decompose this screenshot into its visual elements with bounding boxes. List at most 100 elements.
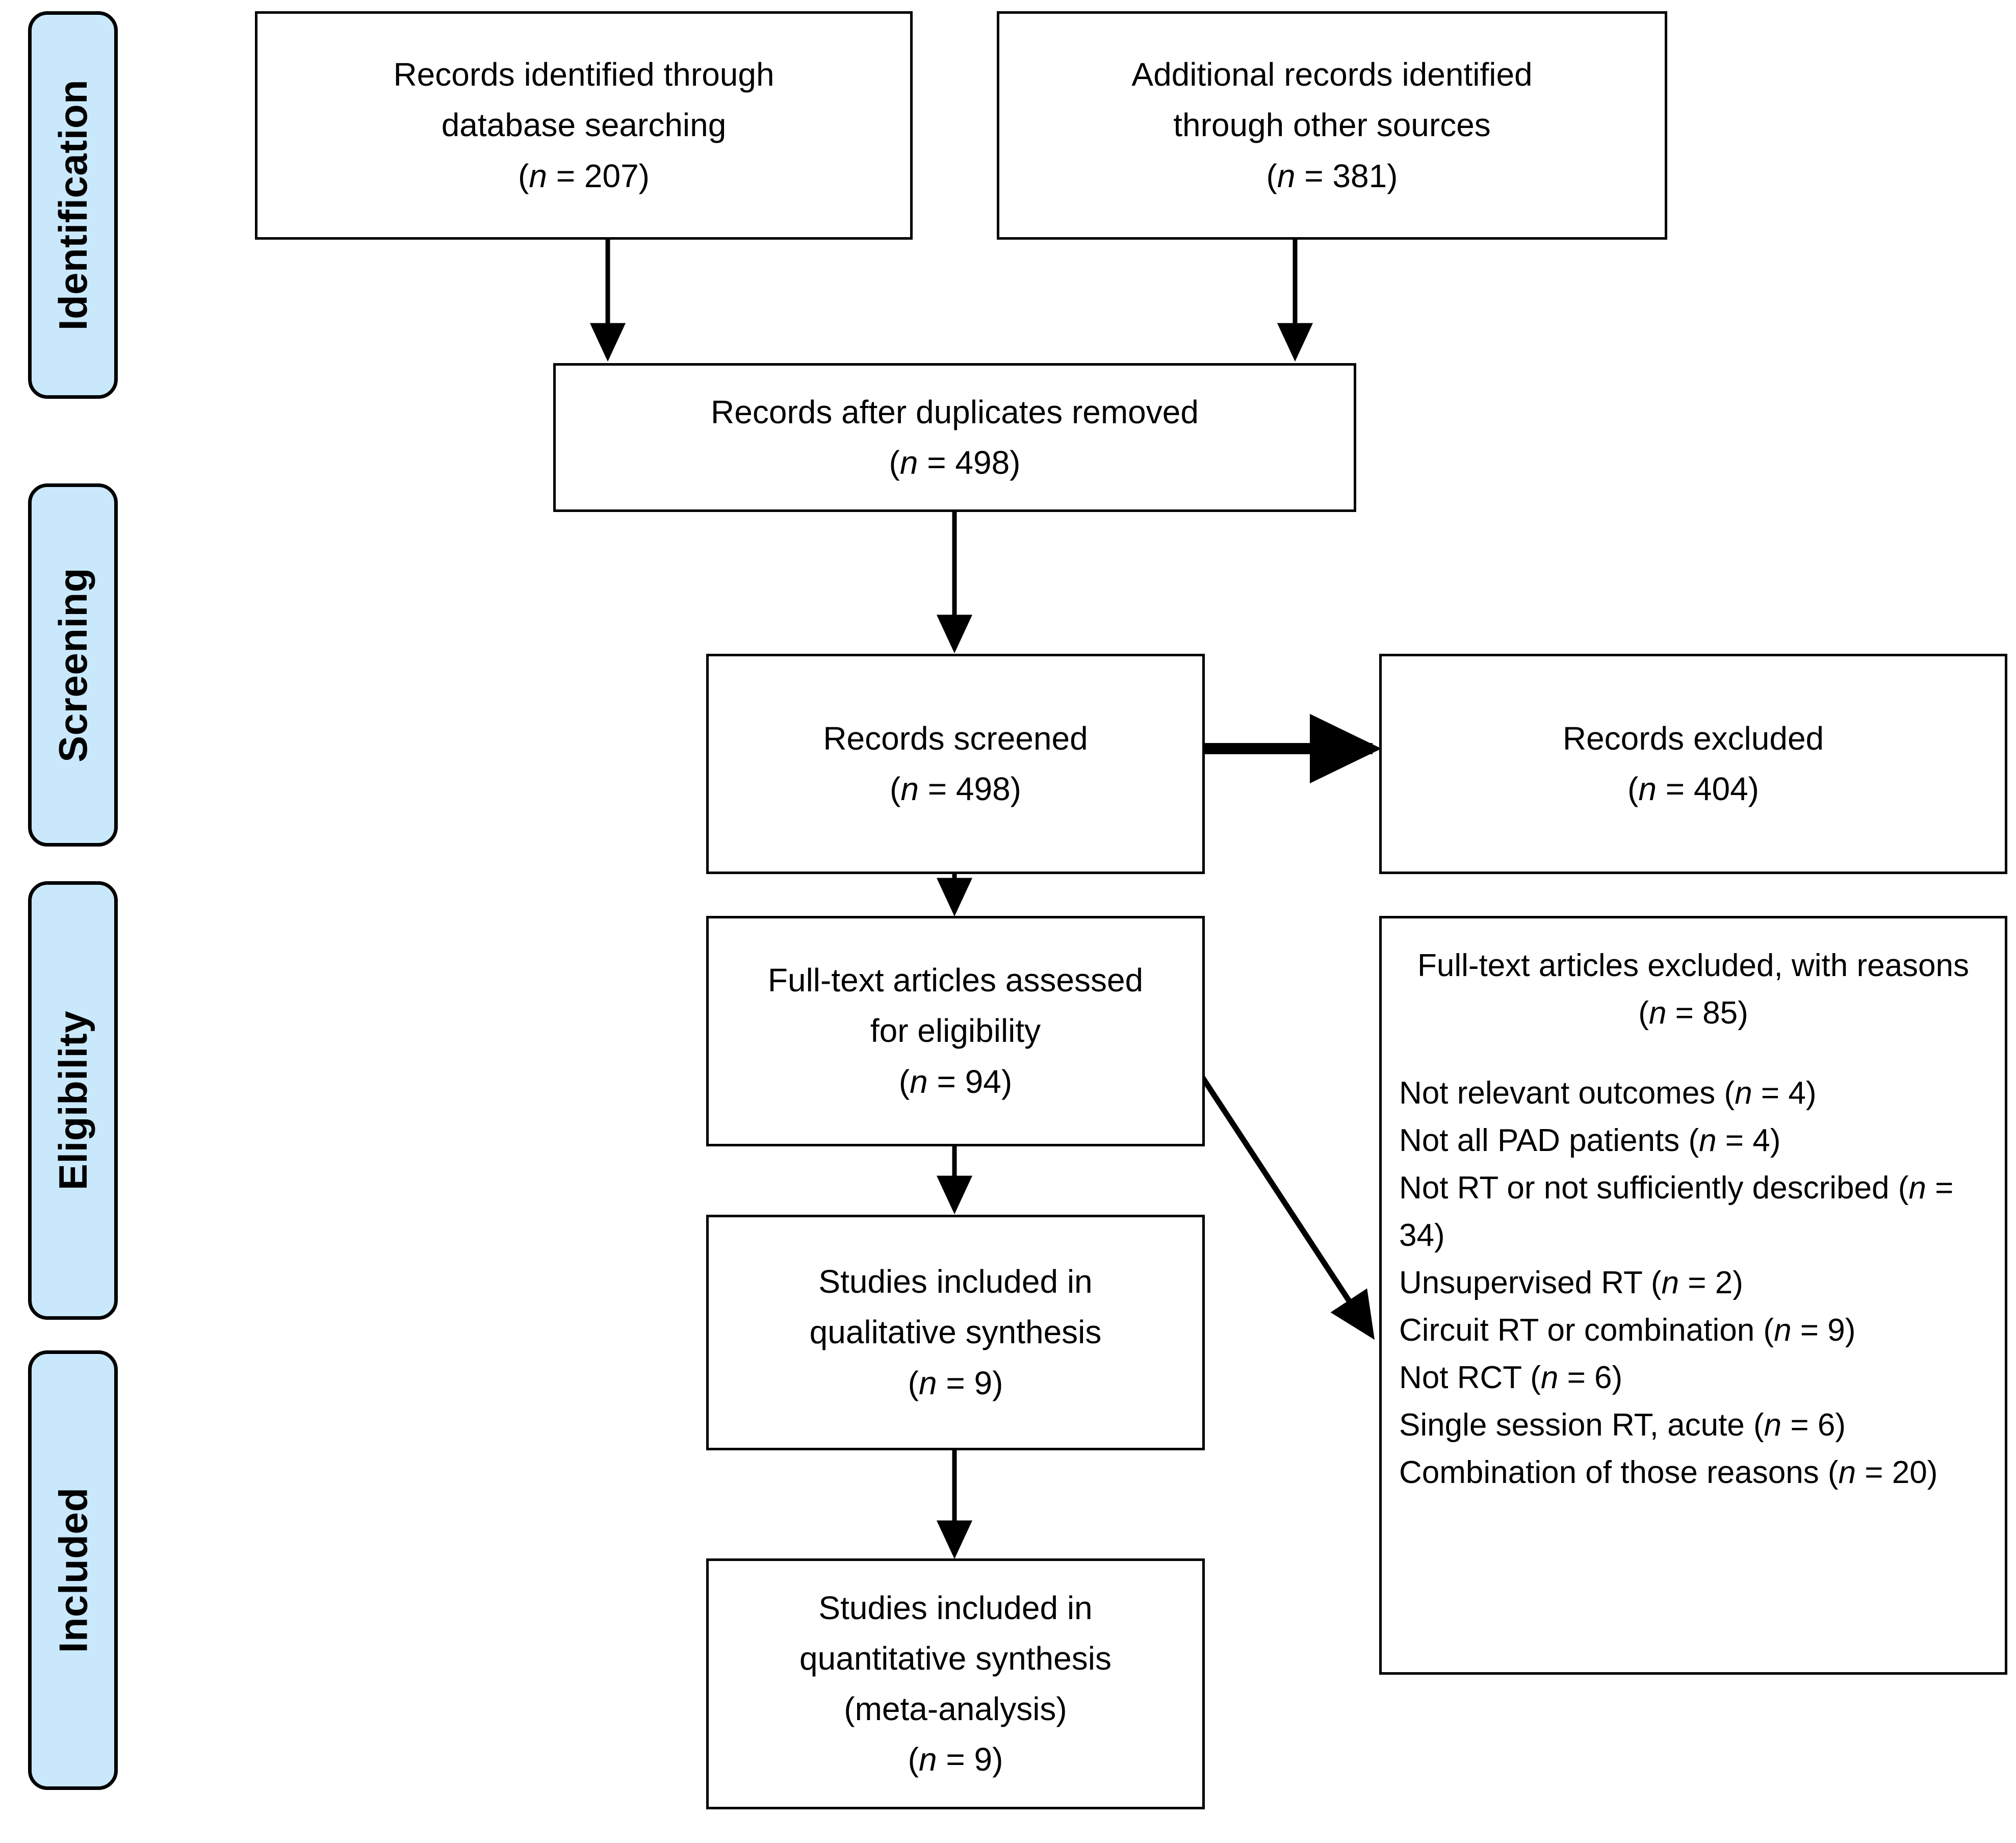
- eq-sign: =: [937, 1364, 974, 1401]
- reason-value: 4: [1752, 1123, 1770, 1158]
- reason-item: Not RCT (n = 6): [1399, 1354, 1987, 1401]
- reasons-heading-value: 85: [1702, 995, 1738, 1031]
- paren-close: ): [1738, 995, 1748, 1031]
- count-value: 94: [965, 1063, 1001, 1100]
- n-italic: n: [1648, 995, 1667, 1031]
- reason-item: Combination of those reasons (n = 20): [1399, 1449, 1987, 1496]
- box-fulltext-excluded-with-reasons: Full-text articles excluded, with reason…: [1379, 916, 2007, 1675]
- reason-item: Single session RT, acute (n = 6): [1399, 1401, 1987, 1449]
- box-line-2: through other sources: [1173, 107, 1491, 144]
- reason-text: Not RCT (: [1399, 1360, 1541, 1395]
- paren-close: ): [1835, 1407, 1846, 1443]
- box-records-identified-database: Records identified through database sear…: [255, 11, 913, 240]
- n-italic: n: [899, 444, 918, 481]
- count-value: 9: [974, 1741, 993, 1778]
- box-line-1: Records after duplicates removed: [711, 393, 1199, 430]
- box-line-3: (meta-analysis): [844, 1691, 1067, 1727]
- reason-text: Single session RT, acute (: [1399, 1407, 1764, 1443]
- reasons-heading: Full-text articles excluded, with reason…: [1399, 942, 1987, 1037]
- stage-label-screening: Screening: [50, 568, 96, 762]
- reason-value: 4: [1788, 1076, 1806, 1111]
- stage-label-identification: Identification: [50, 79, 95, 331]
- eq-sign: =: [1666, 995, 1703, 1031]
- paren-close: ): [1733, 1265, 1743, 1300]
- n-italic: n: [1908, 1170, 1926, 1206]
- reason-value: 9: [1827, 1313, 1845, 1348]
- eq-sign: =: [1558, 1360, 1595, 1395]
- reason-value: 34: [1399, 1218, 1434, 1253]
- connector-fulltext-to-reasons: [1197, 1070, 1375, 1340]
- eq-sign: =: [1791, 1313, 1828, 1348]
- box-line-1: Records identified through: [393, 56, 774, 93]
- eq-sign: =: [547, 157, 584, 194]
- box-line-1: Records screened: [823, 720, 1088, 757]
- reason-text: Not relevant outcomes (: [1399, 1076, 1735, 1111]
- eq-sign: =: [1926, 1170, 1954, 1206]
- paren-close: ): [1612, 1360, 1623, 1395]
- box-count: (n = 381): [1266, 157, 1398, 194]
- reasons-heading-line-1: Full-text articles excluded, with: [1417, 948, 1848, 983]
- reason-item: Unsupervised RT (n = 2): [1399, 1259, 1987, 1307]
- stage-pill-screening: Screening: [28, 483, 118, 847]
- paren-close: ): [1927, 1455, 1938, 1490]
- reason-text: Circuit RT or combination (: [1399, 1313, 1774, 1348]
- eq-sign: =: [1781, 1407, 1818, 1443]
- box-count: (n = 94): [898, 1063, 1013, 1100]
- reasons-heading-text: reasons (: [1638, 948, 1970, 1031]
- reason-value: 6: [1594, 1360, 1612, 1395]
- box-line-1: Records excluded: [1562, 720, 1824, 757]
- n-italic: n: [1764, 1407, 1782, 1443]
- box-count: (n = 498): [889, 444, 1021, 481]
- paren-close: ): [1805, 1076, 1817, 1111]
- count-value: 9: [974, 1364, 993, 1401]
- eq-sign: =: [1679, 1265, 1715, 1300]
- reason-value: 20: [1892, 1455, 1927, 1490]
- eq-sign: =: [1295, 157, 1333, 194]
- box-count: (n = 207): [518, 157, 650, 194]
- box-line-1: Additional records identified: [1131, 56, 1533, 93]
- n-italic: n: [1277, 157, 1296, 194]
- box-records-excluded: Records excluded (n = 404): [1379, 654, 2007, 874]
- reason-text: Unsupervised RT (: [1399, 1265, 1662, 1300]
- reason-value: 2: [1715, 1265, 1733, 1300]
- eq-sign: =: [927, 1063, 965, 1100]
- box-line-1: Studies included in: [818, 1263, 1093, 1300]
- box-records-screened: Records screened (n = 498): [706, 654, 1205, 874]
- stage-pill-included: Included: [28, 1350, 118, 1790]
- n-italic: n: [1661, 1265, 1679, 1300]
- reasons-list: Not relevant outcomes (n = 4) Not all PA…: [1399, 1069, 1987, 1496]
- eq-sign: =: [918, 771, 956, 807]
- eq-sign: =: [1856, 1455, 1892, 1490]
- box-line-2: for eligibility: [870, 1012, 1041, 1050]
- box-count: (n = 498): [890, 771, 1021, 807]
- count-value: 207: [584, 157, 639, 194]
- n-italic: n: [1540, 1360, 1559, 1395]
- stage-pill-identification: Identification: [28, 11, 118, 399]
- reason-value: 6: [1817, 1407, 1836, 1443]
- box-line-2: quantitative synthesis: [799, 1640, 1112, 1677]
- paren-close: ): [1434, 1218, 1445, 1253]
- count-value: 498: [955, 444, 1010, 481]
- n-italic: n: [900, 771, 919, 807]
- box-count: (n = 9): [908, 1741, 1003, 1778]
- n-italic: n: [918, 1364, 937, 1401]
- eq-sign: =: [1716, 1123, 1753, 1158]
- reasons-heading-line-2: reasons (n = 85): [1638, 948, 1969, 1031]
- eq-sign: =: [918, 444, 955, 481]
- reason-text: Not RT or not sufficiently described (: [1399, 1170, 1909, 1206]
- reason-item: Not RT or not sufficiently described (n …: [1399, 1164, 1987, 1259]
- reason-item: Not all PAD patients (n = 4): [1399, 1117, 1987, 1164]
- n-italic: n: [1774, 1313, 1792, 1348]
- n-italic: n: [1838, 1455, 1856, 1490]
- n-italic: n: [910, 1063, 928, 1100]
- n-italic: n: [1699, 1123, 1717, 1158]
- count-value: 404: [1693, 771, 1748, 807]
- paren-close: ): [1845, 1313, 1856, 1348]
- box-count: (n = 9): [908, 1364, 1003, 1401]
- n-italic: n: [1735, 1076, 1752, 1111]
- reason-text: Combination of those reasons (: [1399, 1455, 1839, 1490]
- box-records-identified-other-sources: Additional records identified through ot…: [997, 11, 1667, 240]
- count-value: 498: [955, 771, 1011, 807]
- box-count: (n = 404): [1627, 771, 1759, 807]
- stage-label-included: Included: [50, 1487, 95, 1653]
